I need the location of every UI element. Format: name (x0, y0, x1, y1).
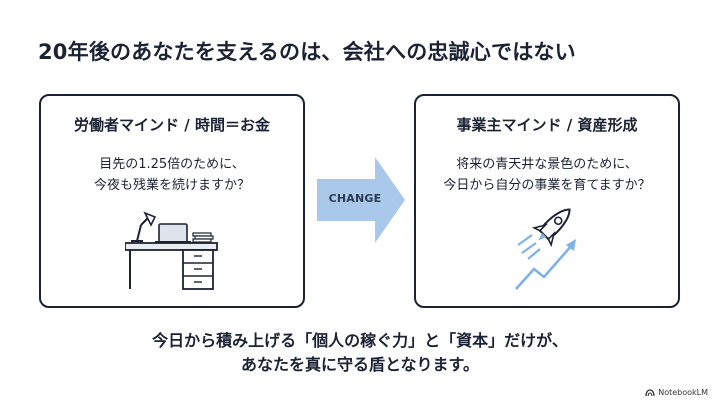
desk-lamp-laptop-icon (125, 211, 218, 290)
change-label: CHANGE (328, 192, 382, 205)
conclusion-line2: あなたを真に守る盾となります。 (241, 355, 479, 374)
owner-mind-question: 将来の青天井な景色のために、 今日から自分の事業を育てますか？ (416, 154, 678, 196)
notebooklm-brand: NotebookLM (645, 388, 708, 397)
conclusion-line1: 今日から積み上げる「個人の稼ぐ力」と「資本」だけが、 (152, 331, 568, 350)
conclusion-text: 今日から積み上げる「個人の稼ぐ力」と「資本」だけが、 あなたを真に守る盾となりま… (0, 329, 720, 377)
worker-mind-heading: 労働者マインド / 時間＝お金 (74, 116, 270, 134)
worker-mind-question-line1: 目先の1.25倍のために、 (99, 157, 245, 172)
notebooklm-logo-icon (645, 388, 655, 396)
rocket-growth-icon (515, 208, 576, 290)
owner-mind-question-line2: 今日から自分の事業を育てますか？ (443, 178, 651, 193)
owner-mind-heading: 事業主マインド / 資産形成 (456, 116, 638, 134)
worker-mind-question-line2: 今夜も残業を続けますか？ (93, 178, 250, 193)
owner-mind-card: 事業主マインド / 資産形成 将来の青天井な景色のために、 今日から自分の事業を… (414, 94, 680, 308)
slide-title: 20年後のあなたを支えるのは、会社への忠誠心ではない (38, 40, 576, 64)
worker-mind-card: 労働者マインド / 時間＝お金 目先の1.25倍のために、 今夜も残業を続けます… (39, 94, 305, 308)
owner-mind-question-line1: 将来の青天井な景色のために、 (456, 157, 638, 172)
worker-mind-question: 目先の1.25倍のために、 今夜も残業を続けますか？ (41, 154, 303, 196)
change-arrow: CHANGE (317, 157, 407, 243)
brand-label: NotebookLM (658, 388, 708, 397)
right-arrow-icon (317, 157, 405, 243)
